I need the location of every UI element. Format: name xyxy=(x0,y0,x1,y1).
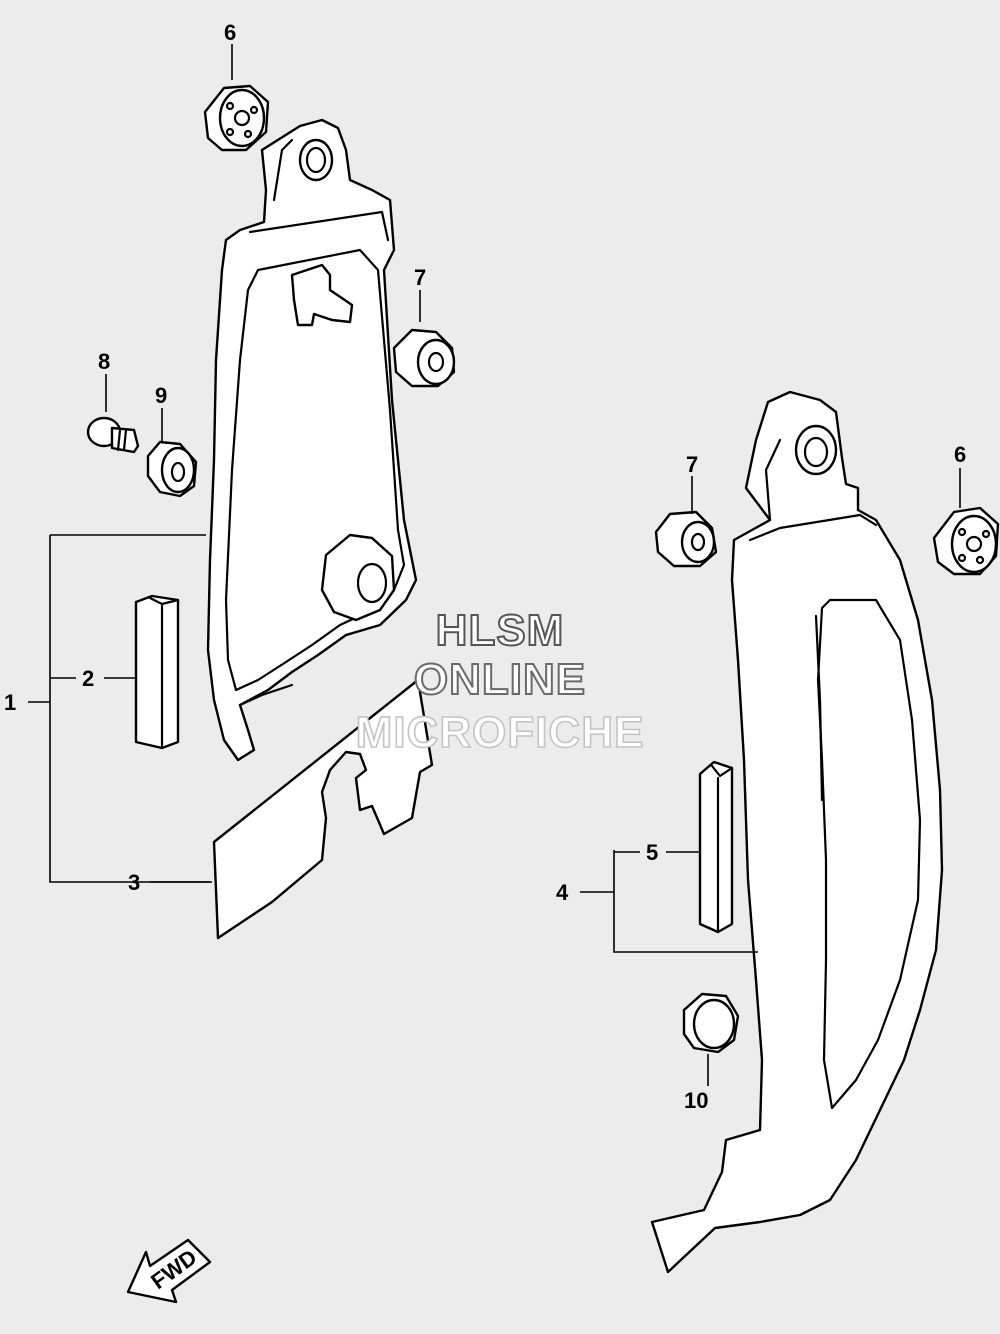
callout-4: 4 xyxy=(556,880,569,905)
callout-1: 1 xyxy=(4,690,16,715)
callout-7-upper: 7 xyxy=(414,265,426,290)
fwd-arrow-icon: FWD xyxy=(126,1238,212,1304)
callout-8: 8 xyxy=(98,349,110,374)
part-7-grommet-upper[interactable] xyxy=(392,328,456,388)
part-9-grommet[interactable] xyxy=(146,440,198,498)
callout-10: 10 xyxy=(684,1088,708,1113)
part-2-strip[interactable] xyxy=(134,594,180,750)
callout-9: 9 xyxy=(155,383,167,408)
part-6-grommet-upper[interactable] xyxy=(203,84,270,152)
callout-6-upper: 6 xyxy=(224,20,236,45)
part-3-plate[interactable] xyxy=(212,678,434,940)
right-cover-part[interactable] xyxy=(650,390,944,1274)
leader-lines xyxy=(28,44,961,1086)
part-8-bolt[interactable] xyxy=(86,416,140,454)
callout-6-lower: 6 xyxy=(954,442,966,467)
callout-7-lower: 7 xyxy=(686,452,698,477)
callout-5: 5 xyxy=(646,840,658,865)
part-10-grommet[interactable] xyxy=(682,992,740,1054)
part-5-strip[interactable] xyxy=(698,760,734,934)
part-6-grommet-lower[interactable] xyxy=(932,506,1000,576)
left-bracket-part[interactable] xyxy=(206,118,418,762)
callout-2: 2 xyxy=(82,666,94,691)
part-7-grommet-lower[interactable] xyxy=(654,510,718,568)
callout-3: 3 xyxy=(128,870,140,895)
